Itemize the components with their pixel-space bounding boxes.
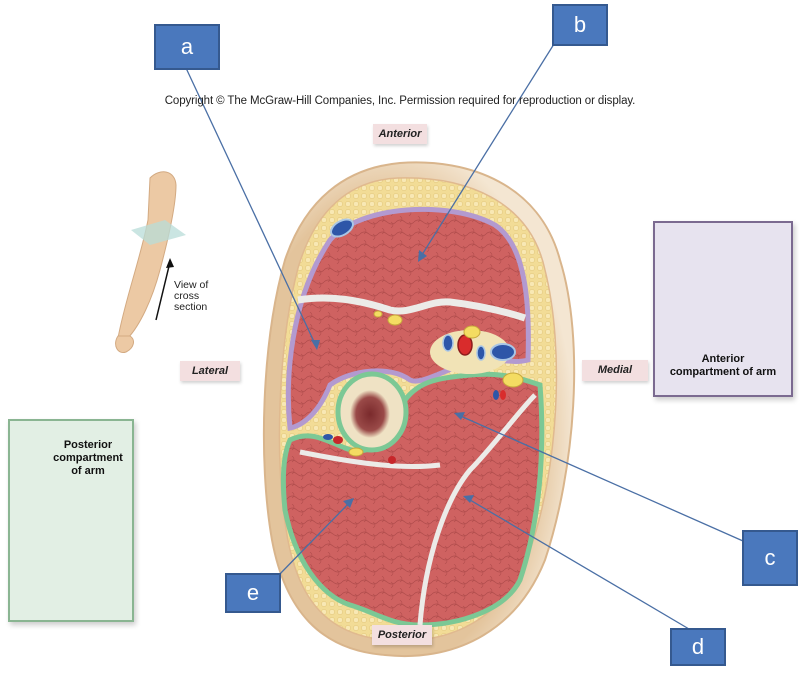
nerve-icon xyxy=(348,447,364,457)
panel-subtitle: compartment xyxy=(53,452,123,464)
panel-subtitle: of arm xyxy=(71,465,105,477)
cephalic-vein-icon xyxy=(330,218,354,238)
orientation-label-lateral: Lateral xyxy=(180,361,240,381)
basilic-vein-icon xyxy=(490,343,516,361)
caption-line: section xyxy=(174,301,208,313)
vein-icon xyxy=(493,390,499,400)
orientation-label-anterior: Anterior xyxy=(373,124,427,144)
caption-line: cross xyxy=(174,290,200,302)
view-of-cross-section-caption: View of cross section xyxy=(174,280,208,313)
posterior-septum xyxy=(417,393,537,626)
leader-line-c xyxy=(455,413,744,542)
leader-lines xyxy=(185,43,744,630)
view-arrow xyxy=(155,261,171,321)
orientation-label-posterior: Posterior xyxy=(372,625,432,645)
panel-title: Posterior xyxy=(63,439,113,451)
artery-icon xyxy=(388,456,396,464)
leader-arrowheads xyxy=(311,250,474,508)
artery-icon xyxy=(500,390,506,400)
panel-title: Anterior xyxy=(701,353,745,365)
callout-label-c[interactable]: c xyxy=(742,530,798,586)
copyright-notice: Copyright © The McGraw-Hill Companies, I… xyxy=(164,95,636,107)
vein-icon xyxy=(476,345,486,361)
caption-line: View of xyxy=(174,279,209,291)
nerve-icon xyxy=(463,325,481,339)
orientation-label-medial: Medial xyxy=(582,360,648,381)
nerve-icon xyxy=(373,310,383,318)
leader-line-b xyxy=(419,43,555,259)
bone-marrow xyxy=(350,390,390,438)
callout-label-e[interactable]: e xyxy=(225,573,281,613)
vein-icon xyxy=(323,434,333,440)
arm-inset-illustration xyxy=(115,171,186,354)
cross-section-plane xyxy=(131,220,186,245)
callout-label-a[interactable]: a xyxy=(154,24,220,70)
callout-label-b[interactable]: b xyxy=(552,4,608,46)
vein-icon xyxy=(442,334,454,352)
panel-subtitle: compartment of arm xyxy=(669,366,777,378)
leader-line-d xyxy=(464,496,690,630)
nerve-icon xyxy=(387,314,403,326)
callout-label-d[interactable]: d xyxy=(670,628,726,666)
anterior-compartment xyxy=(285,206,531,431)
leader-line-e xyxy=(275,499,353,579)
posterior-compartment-panel: Posterior compartment of arm xyxy=(8,419,134,622)
anterior-compartment-panel: Anterior compartment of arm xyxy=(653,221,793,397)
artery-icon xyxy=(333,436,343,444)
intermuscular-septum xyxy=(297,294,527,322)
posterior-septum-2 xyxy=(299,449,441,469)
leader-line-a xyxy=(185,67,318,349)
nerve-icon xyxy=(502,372,524,388)
